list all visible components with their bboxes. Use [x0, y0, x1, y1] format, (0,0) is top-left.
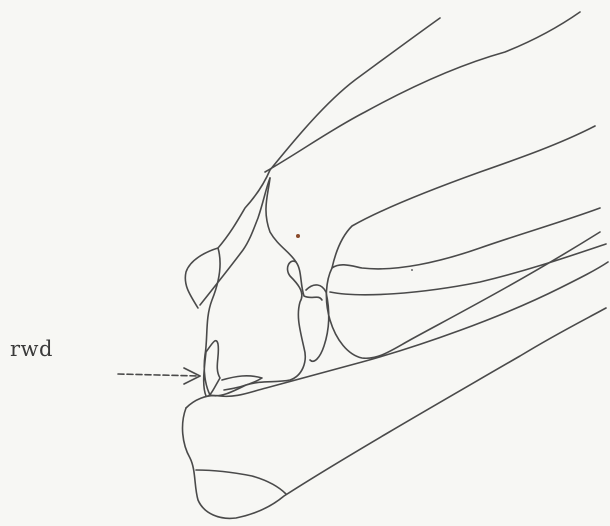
condyle-notch — [296, 262, 322, 300]
annotation-label: rwd — [10, 337, 53, 361]
upper-bone-outline — [185, 18, 440, 308]
upper-bone-ridge — [266, 178, 296, 262]
ink-dot — [411, 269, 413, 271]
ink-speck — [296, 234, 300, 238]
lower-bone-outline — [186, 262, 608, 408]
condyle-outline — [204, 248, 305, 396]
heel-cap — [196, 470, 286, 494]
upper-bone-back — [265, 12, 580, 172]
arrow-line — [118, 374, 200, 376]
forearm-bone-upper — [332, 126, 595, 268]
radius-head — [306, 285, 329, 361]
upper-bone-inner-edge — [200, 178, 270, 305]
lower-bone-base — [183, 308, 606, 518]
